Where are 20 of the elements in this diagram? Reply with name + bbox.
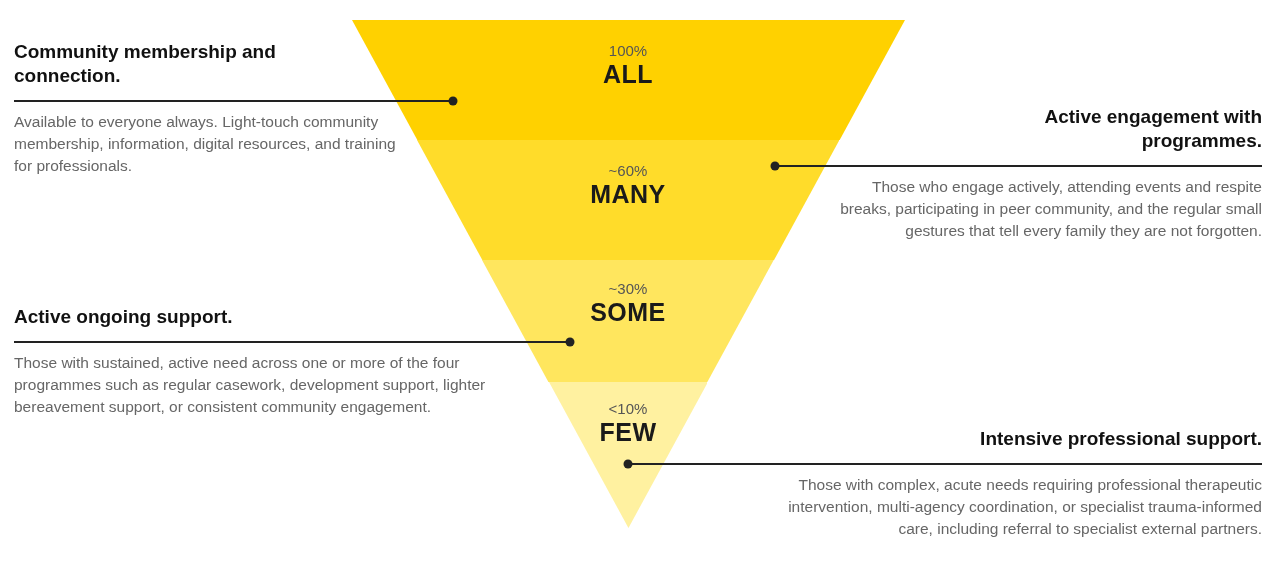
callout-text: Those with complex, acute needs requiring professional therapeutic intervention, multi-agency coordination, or specialist trauma-informed care, including referral to specialist external partners. bbox=[787, 475, 1262, 539]
callout-text: Available to everyone always. Light-touch community membership, information, digital resources, and training for professionals. bbox=[14, 112, 397, 176]
callout-heading: Intensive professional support. bbox=[775, 427, 1262, 465]
callout-text: Those with sustained, active need across one or more of the four programmes such as regular casework, development support, lighter bereavement support, or consistent community engagement. bbox=[14, 353, 487, 417]
percentage-label: ~60% bbox=[608, 162, 648, 179]
funnel-band bbox=[416, 140, 840, 260]
percentage-label: <10% bbox=[608, 400, 648, 417]
callout-heading: Community membership and connection. bbox=[14, 40, 399, 102]
tier-label: ALL bbox=[602, 60, 654, 89]
callout-text: Those who engage actively, attending events and respite breaks, participating in peer community, and the regular small gestures that tell every family they are not forgotten. bbox=[840, 177, 1262, 241]
callout-heading: Active engagement with programmes. bbox=[840, 105, 1262, 167]
funnel-band bbox=[548, 382, 708, 528]
callout-heading: Active ongoing support. bbox=[14, 305, 510, 343]
tier-label: SOME bbox=[590, 298, 666, 327]
leader-line bbox=[398, 96, 458, 106]
percentage-label: ~30% bbox=[608, 280, 648, 297]
tier-label: MANY bbox=[590, 180, 666, 209]
tier-label: FEW bbox=[599, 418, 657, 447]
leader-line bbox=[623, 459, 776, 469]
percentage-label: 100% bbox=[608, 42, 648, 59]
